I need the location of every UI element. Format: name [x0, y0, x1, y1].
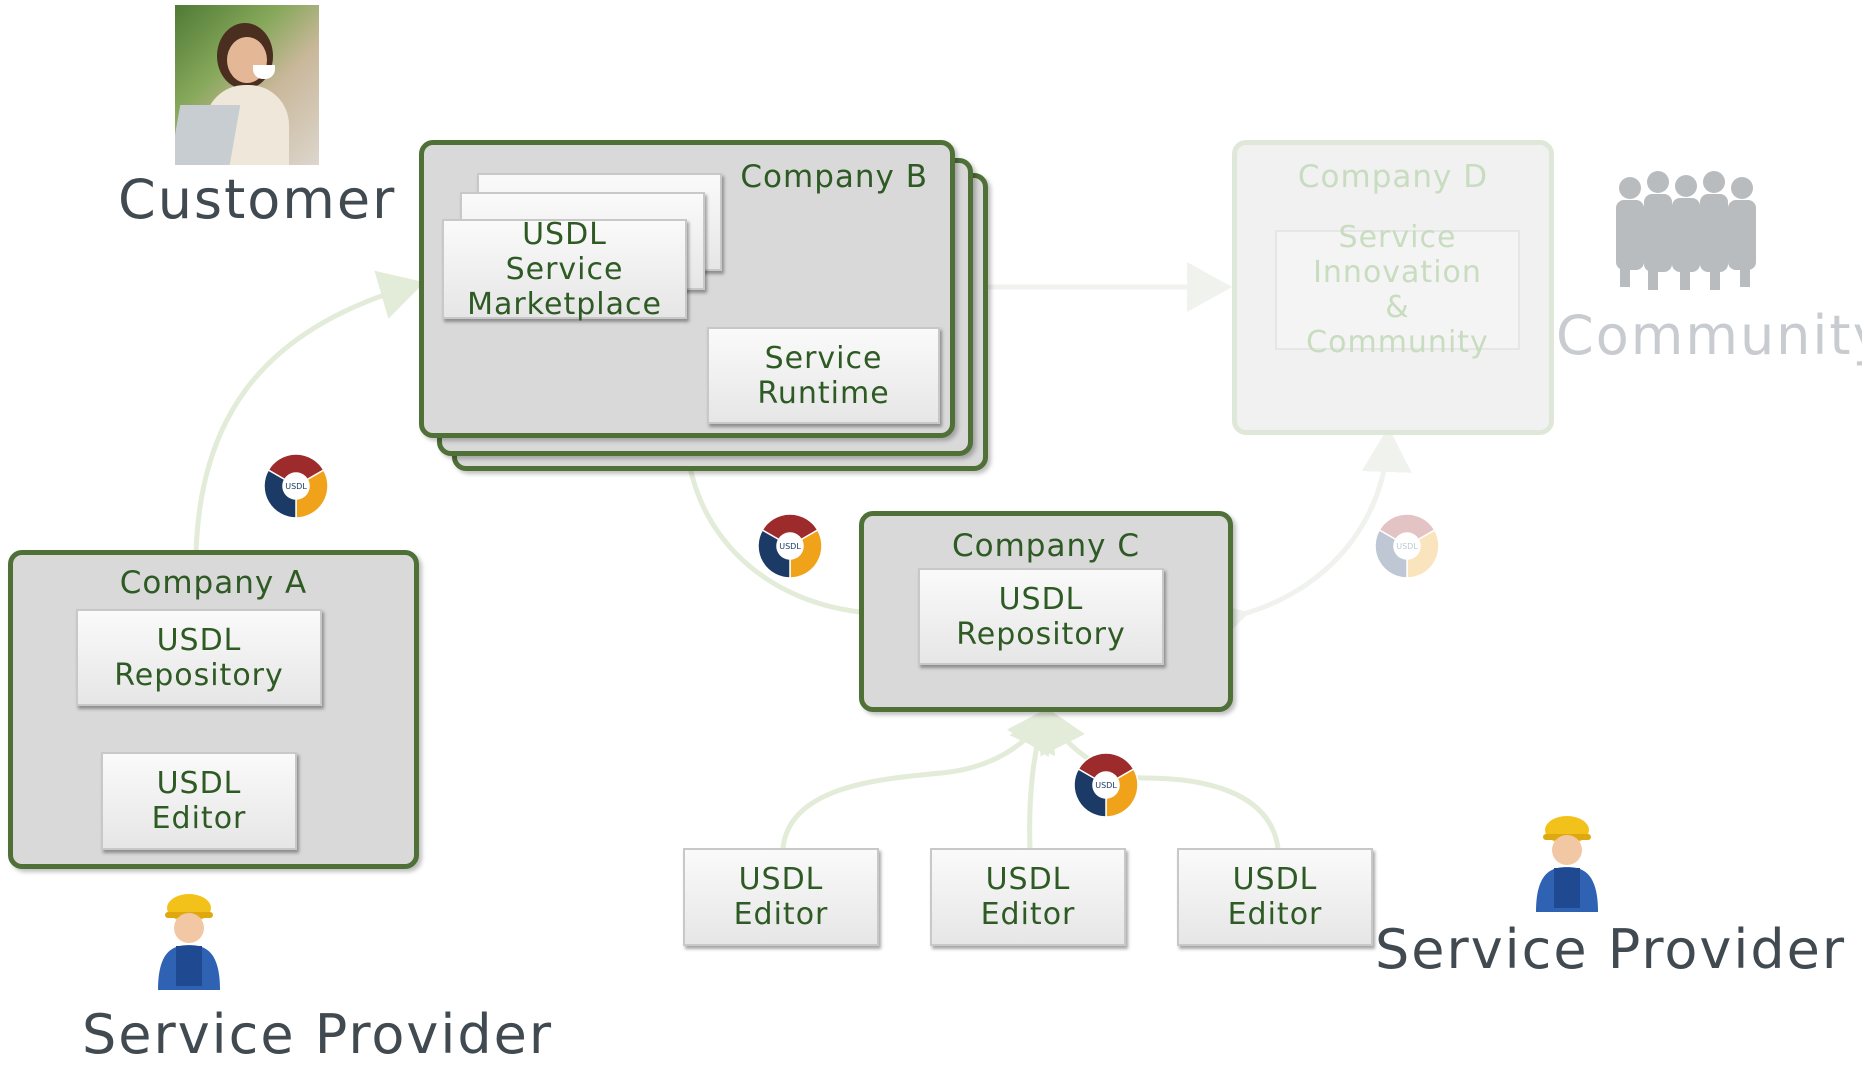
- usdl-editor-a[interactable]: USDL Editor: [101, 752, 297, 850]
- customer-label: Customer: [118, 168, 397, 231]
- usdl-editor-2[interactable]: USDL Editor: [930, 848, 1126, 946]
- arrow-d-to-c: [1199, 427, 1412, 649]
- badge-center: [777, 533, 803, 559]
- badge-segment-business: [1378, 513, 1436, 541]
- badge-center-label: USDL: [1396, 542, 1418, 551]
- service-provider-worker-icon-right: [1528, 812, 1606, 912]
- badge-center: [283, 473, 309, 499]
- usdl-badge-icon: USDL: [1073, 752, 1139, 818]
- service-innovation-community[interactable]: Service Innovation & Community: [1275, 220, 1520, 360]
- badge-center-label: USDL: [285, 482, 307, 491]
- arrow-a-to-b: [193, 270, 425, 591]
- service-provider-left-label: Service Provider: [82, 1003, 554, 1066]
- company-a-title: Company A: [119, 565, 308, 601]
- badge-center: [1394, 533, 1420, 559]
- usdl-editor-1[interactable]: USDL Editor: [683, 848, 879, 946]
- customer-photo-icon: [175, 5, 319, 165]
- usdl-badge-icon: USDL: [757, 513, 823, 579]
- community-label: Community: [1556, 304, 1862, 367]
- company-c-title: Company C: [952, 528, 1140, 564]
- usdl-editor-3[interactable]: USDL Editor: [1177, 848, 1373, 946]
- usdl-badge-icon: USDL: [263, 453, 329, 519]
- arrow-editor3-to-c: [1040, 705, 1281, 849]
- community-group-icon: [1600, 160, 1775, 295]
- company-c: Company C USDL Repository: [859, 511, 1233, 712]
- company-d-title: Company D: [1297, 159, 1489, 195]
- badge-segment-technical: [1374, 528, 1408, 579]
- company-a: Company A USDL Repository USDL Editor: [8, 550, 419, 869]
- service-provider-right-label: Service Provider: [1375, 918, 1847, 981]
- usdl-badge-icon-faded: USDL: [1374, 513, 1440, 579]
- arrow-editor1-to-c: [780, 705, 1053, 849]
- badge-center-label: USDL: [779, 542, 801, 551]
- badge-center: [1093, 772, 1119, 798]
- badge-center-label: USDL: [1095, 781, 1117, 790]
- company-d: Company D Service Innovation & Community: [1232, 140, 1554, 435]
- usdl-service-marketplace[interactable]: USDL Service Marketplace: [442, 217, 687, 322]
- company-b: Company B USDL Service Marketplace Servi…: [419, 140, 955, 438]
- company-b-title: Company B: [740, 159, 928, 195]
- service-runtime[interactable]: Service Runtime: [707, 327, 940, 424]
- service-provider-worker-icon: [150, 890, 228, 990]
- badge-segment-operational: [1406, 528, 1440, 579]
- usdl-repository-c[interactable]: USDL Repository: [918, 568, 1164, 665]
- usdl-repository-a[interactable]: USDL Repository: [76, 609, 322, 706]
